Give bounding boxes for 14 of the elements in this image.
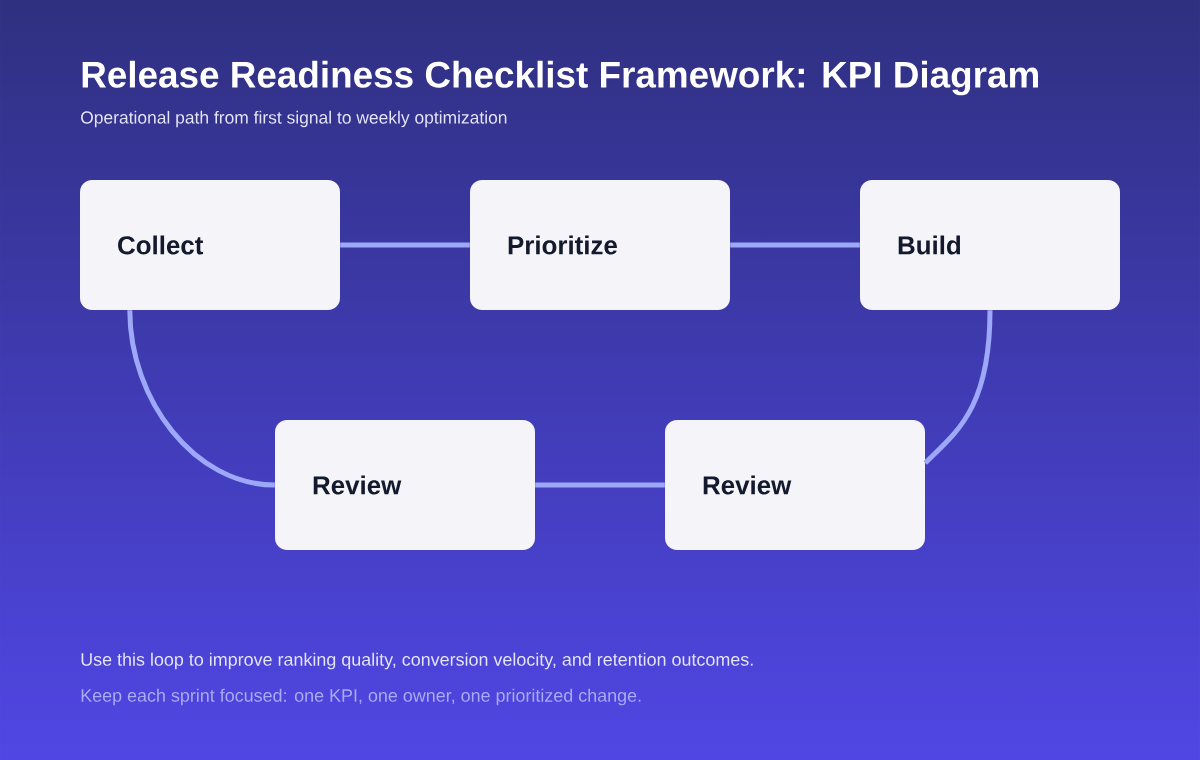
- note-text: Use this loop to improve ranking quality, conversion velocity, and retention outcomes.: [81, 652, 753, 670]
- process-box: Review: [665, 420, 925, 550]
- connector-line: [923, 310, 993, 465]
- connector-line: [730, 242, 860, 248]
- connector-line: [535, 482, 665, 488]
- note-text: Keep each sprint focused: one KPI, one owner, one prioritized change.: [81, 688, 641, 706]
- connector-line: [340, 242, 470, 248]
- connector-line: [127, 310, 276, 488]
- subtitle: Operational path from first signal to weekly optimization: [81, 110, 507, 128]
- process-box: Build: [860, 180, 1120, 310]
- title: Release Readiness Checklist Framework: KPI Diagram: [82, 60, 1038, 96]
- process-box: Review: [275, 420, 535, 550]
- process-box: Prioritize: [470, 180, 730, 310]
- process-box: Collect: [80, 180, 340, 310]
